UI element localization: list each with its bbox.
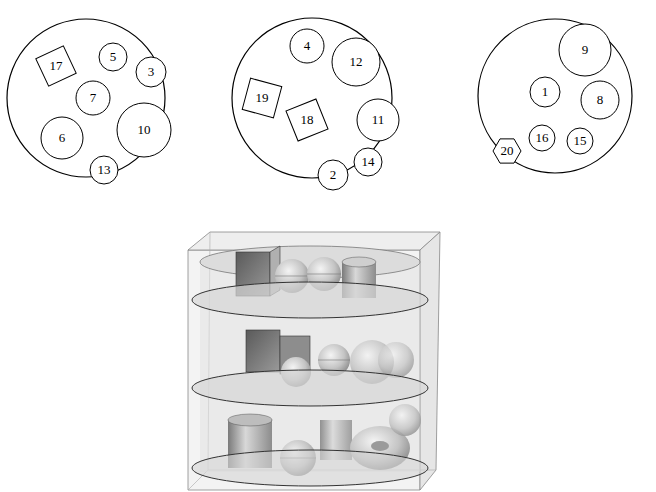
callout-number: 16 xyxy=(536,130,549,146)
label-box: 16 xyxy=(528,124,556,152)
callout-number: 7 xyxy=(90,90,97,106)
part-circle: 13 xyxy=(89,155,119,185)
callout-number: 9 xyxy=(582,42,589,58)
callout-number: 4 xyxy=(304,38,311,54)
label-box: 18 xyxy=(290,103,324,137)
label-box: 19 xyxy=(245,81,279,115)
part-circle: 14 xyxy=(353,147,383,177)
part-circle: 8 xyxy=(580,80,620,120)
layer-plate xyxy=(7,18,632,178)
callout-number: 1 xyxy=(542,84,549,100)
part-circle: 11 xyxy=(356,98,400,142)
part-circle: 2 xyxy=(317,159,349,191)
label-box: 1 xyxy=(529,76,561,108)
part-circle: 9 xyxy=(558,23,612,77)
label-box: 2 xyxy=(317,159,349,191)
callout-number: 12 xyxy=(350,54,363,70)
callout-number: 19 xyxy=(256,90,269,106)
label-box: 20 xyxy=(492,136,522,166)
label-box: 14 xyxy=(353,147,383,177)
label-box: 6 xyxy=(40,116,84,160)
callout-number: 10 xyxy=(138,122,151,138)
callout-number: 8 xyxy=(597,92,604,108)
callout-number: 20 xyxy=(501,143,514,159)
part-circle: 7 xyxy=(75,80,111,116)
callout-number: 18 xyxy=(301,112,314,128)
label-box: 17 xyxy=(40,50,72,82)
label-box: 5 xyxy=(98,42,128,72)
label-box: 11 xyxy=(356,98,400,142)
label-box: 9 xyxy=(558,23,612,77)
callout-number: 15 xyxy=(574,133,587,149)
callout-number: 2 xyxy=(330,167,337,183)
part-square: 17 xyxy=(40,50,72,82)
callout-number: 14 xyxy=(362,154,375,170)
label-box: 12 xyxy=(331,37,381,87)
part-square: 19 xyxy=(245,81,279,115)
label-box: 4 xyxy=(289,28,325,64)
callout-number: 17 xyxy=(50,58,63,74)
container-3d xyxy=(188,232,440,490)
callout-number: 3 xyxy=(148,64,155,80)
label-box: 8 xyxy=(580,80,620,120)
callout-number: 11 xyxy=(372,112,385,128)
label-box: 13 xyxy=(89,155,119,185)
part-circle: 3 xyxy=(135,56,167,88)
part-circle: 5 xyxy=(98,42,128,72)
label-box: 3 xyxy=(135,56,167,88)
part-circle: 6 xyxy=(40,116,84,160)
part-circle: 12 xyxy=(331,37,381,87)
callout-number: 6 xyxy=(59,130,66,146)
part-circle: 1 xyxy=(529,76,561,108)
part-square: 18 xyxy=(290,103,324,137)
part-circle: 15 xyxy=(566,127,594,155)
part-circle: 16 xyxy=(528,124,556,152)
part-circle: 10 xyxy=(116,102,172,158)
label-box: 15 xyxy=(566,127,594,155)
label-box: 10 xyxy=(116,102,172,158)
callout-number: 13 xyxy=(98,162,111,178)
label-box: 7 xyxy=(75,80,111,116)
part-circle: 4 xyxy=(289,28,325,64)
part-hexagon: 20 xyxy=(492,136,522,166)
callout-number: 5 xyxy=(110,49,117,65)
